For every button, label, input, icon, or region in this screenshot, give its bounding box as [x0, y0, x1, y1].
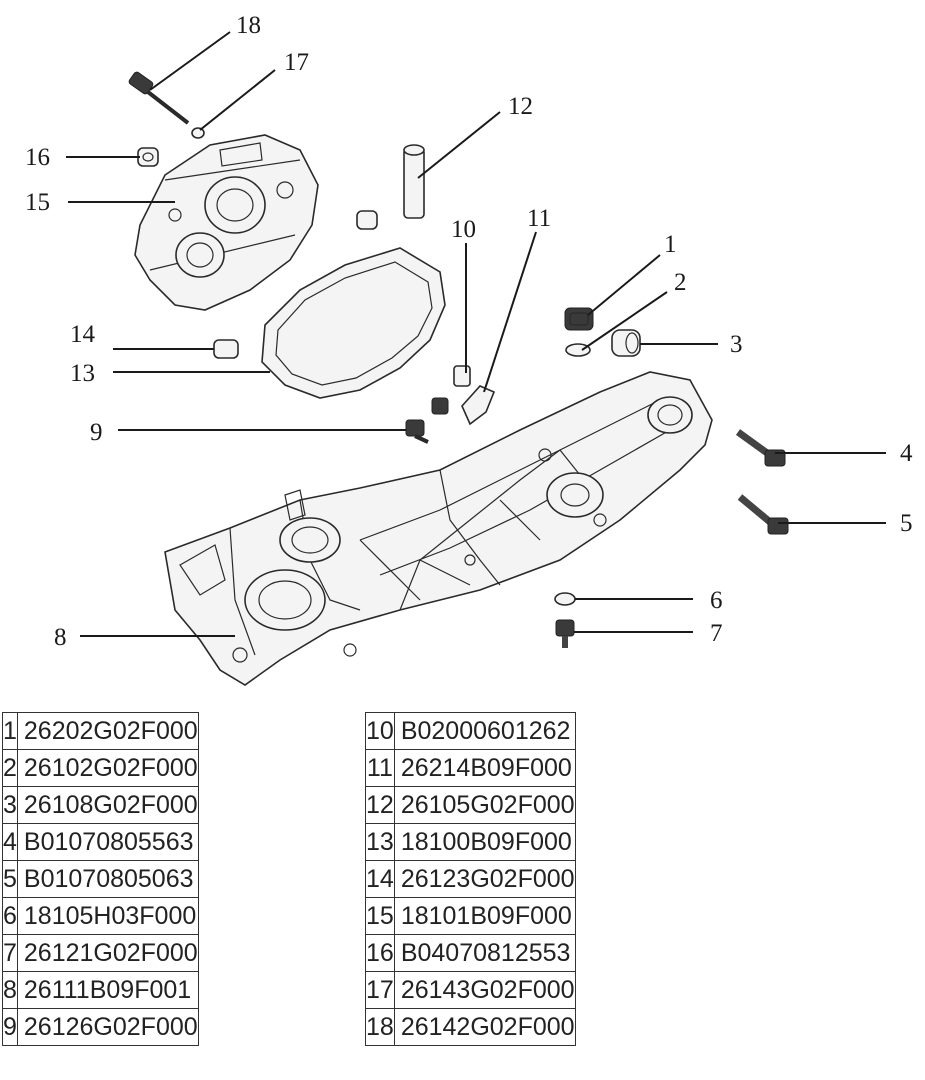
callout-17: 17 — [284, 49, 309, 76]
part-code: B01070805563 — [16, 823, 199, 861]
dowel-14-top — [356, 210, 378, 230]
bolt-7 — [555, 619, 575, 648]
part-code: 18101B09F000 — [393, 897, 576, 935]
callout-15: 15 — [25, 189, 50, 216]
part-number: 16 — [365, 934, 395, 972]
part-number: 13 — [365, 823, 395, 861]
callout-10: 10 — [451, 216, 476, 243]
callout-6: 6 — [710, 587, 723, 614]
crankcase-illustration — [164, 371, 713, 686]
leader-lines — [66, 31, 886, 637]
gasket-illustration — [261, 247, 446, 399]
part-code: 26121G02F000 — [16, 934, 199, 972]
part-code: 26102G02F000 — [16, 749, 199, 787]
callout-3: 3 — [730, 331, 743, 358]
part-code: 26105G02F000 — [393, 786, 576, 824]
callout-9: 9 — [90, 419, 103, 446]
pin-12 — [403, 144, 425, 219]
part-number: 4 — [2, 823, 18, 861]
part-code: 26143G02F000 — [393, 971, 576, 1009]
part-number: 8 — [2, 971, 18, 1009]
exploded-parts-diagram: 18 17 16 15 12 10 11 1 2 3 14 13 9 4 5 6… — [25, 12, 913, 686]
part-code: B04070812553 — [393, 934, 576, 972]
part-code: 18100B09F000 — [393, 823, 576, 861]
callout-16: 16 — [25, 144, 50, 171]
washer-17 — [191, 127, 205, 139]
part-number: 9 — [2, 1008, 18, 1046]
callout-1: 1 — [664, 231, 677, 258]
plug-1 — [564, 307, 594, 331]
callout-5: 5 — [900, 510, 913, 537]
part-number: 5 — [2, 860, 18, 898]
part-number: 6 — [2, 897, 18, 935]
part-code: 26123G02F000 — [393, 860, 576, 898]
callout-13: 13 — [70, 360, 95, 387]
nut-16 — [137, 147, 159, 167]
washer-6 — [554, 592, 576, 606]
part-number: 2 — [2, 749, 18, 787]
part-number: 12 — [365, 786, 395, 824]
part-number: 3 — [2, 786, 18, 824]
callout-4: 4 — [900, 440, 913, 467]
oring-2 — [565, 343, 591, 357]
part-code: 18105H03F000 — [16, 897, 199, 935]
callout-18: 18 — [236, 12, 261, 39]
part-code: B02000601262 — [393, 712, 576, 750]
part-number: 17 — [365, 971, 395, 1009]
bolt-4 — [735, 429, 786, 467]
dowel-14 — [213, 339, 239, 359]
part-code: 26214B09F000 — [393, 749, 576, 787]
part-code: 26108G02F000 — [16, 786, 199, 824]
part-number: 18 — [365, 1008, 395, 1046]
part-number: 11 — [365, 749, 395, 787]
callout-7: 7 — [710, 620, 723, 647]
callout-14: 14 — [70, 321, 96, 348]
bolt-5 — [737, 494, 789, 535]
callout-12: 12 — [508, 93, 533, 120]
screw-9 — [405, 419, 429, 444]
part-number: 15 — [365, 897, 395, 935]
bracket-11 — [461, 385, 496, 426]
bushing-3 — [611, 329, 641, 357]
part-code: 26126G02F000 — [16, 1008, 199, 1046]
side-cover-illustration — [134, 134, 319, 311]
part-code: 26202G02F000 — [16, 712, 199, 750]
part-number: 7 — [2, 934, 18, 972]
bolt-18 — [128, 71, 190, 125]
callout-11: 11 — [527, 205, 551, 232]
part-code: B01070805063 — [16, 860, 199, 898]
part-number: 14 — [365, 860, 395, 898]
callout-2: 2 — [674, 269, 687, 296]
part-number: 1 — [2, 712, 18, 750]
part-code: 26142G02F000 — [393, 1008, 576, 1046]
callout-8: 8 — [54, 624, 67, 651]
part-code: 26111B09F001 — [16, 971, 199, 1009]
part-number: 10 — [365, 712, 395, 750]
